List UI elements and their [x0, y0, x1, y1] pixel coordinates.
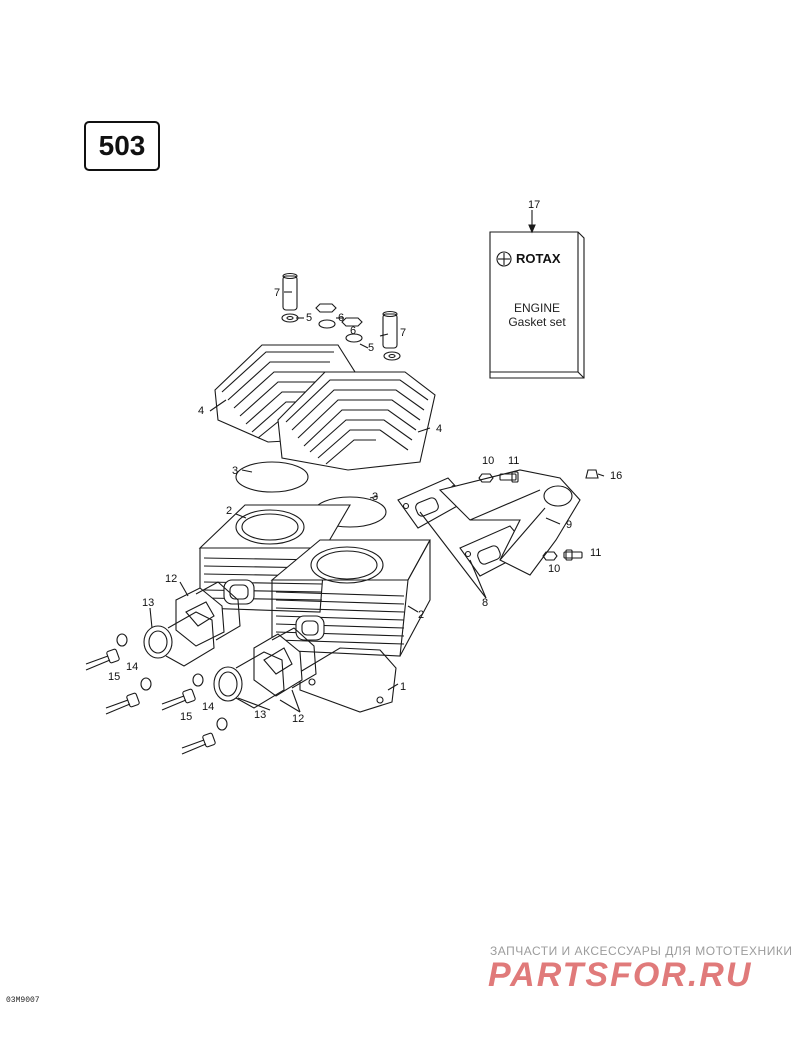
screw-left-upper [85, 648, 120, 671]
intake-flange-right [213, 651, 285, 709]
callout-4-left: 4 [198, 405, 204, 417]
callout-9: 9 [566, 519, 572, 531]
kit-brand-label: ROTAX [516, 251, 561, 266]
callout-12-left: 12 [165, 573, 177, 585]
screw-right-upper [161, 688, 196, 711]
callout-3-right: 3 [372, 491, 378, 503]
callout-13-left: 13 [142, 597, 154, 609]
exhaust-manifold [438, 469, 581, 576]
base-gasket [299, 647, 397, 713]
callout-3-left: 3 [232, 465, 238, 477]
kit-title-line1: ENGINE [514, 301, 560, 315]
screw-left-lower [105, 692, 140, 715]
callout-15-right: 15 [180, 711, 192, 723]
callout-14-left: 14 [126, 661, 138, 673]
callout-2-right: 2 [418, 609, 424, 621]
head-gasket-left [235, 461, 309, 493]
intake-flange-left [143, 611, 215, 667]
callout-7-left: 7 [274, 287, 280, 299]
page-number-box: 503 [84, 121, 160, 171]
callout-4-right: 4 [436, 423, 442, 435]
callout-15-left: 15 [108, 671, 120, 683]
stud-right [382, 310, 398, 349]
callout-11-lower: 11 [590, 547, 601, 559]
page-number: 503 [98, 130, 146, 161]
callout-6-lower: 6 [350, 325, 356, 337]
intake-gasket-right [253, 627, 317, 697]
callout-10-lower: 10 [548, 563, 560, 575]
watermark-tagline: ЗАПЧАСТИ И АКСЕССУАРЫ ДЛЯ МОТОТЕХНИКИ [490, 944, 793, 958]
callout-12-right: 12 [292, 713, 304, 725]
stud-left [282, 272, 298, 311]
callout-10-upper: 10 [482, 455, 494, 467]
kit-title-line2: Gasket set [508, 315, 566, 329]
callout-11-upper: 11 [508, 455, 519, 467]
callout-14-right: 14 [202, 701, 214, 713]
callout-1: 1 [400, 681, 406, 693]
illustration-ref-code: 03M9007 [6, 996, 40, 1005]
callout-7-right: 7 [400, 327, 406, 339]
callout-16: 16 [610, 470, 622, 482]
callout-2-left: 2 [226, 505, 232, 517]
gasket-kit-booklet [489, 231, 585, 379]
watermark-logo: PARTSFOR.RU [488, 956, 753, 994]
callout-8: 8 [482, 597, 488, 609]
callout-13-right: 13 [254, 709, 266, 721]
callout-5-left: 5 [306, 312, 312, 324]
intake-gasket-left [175, 581, 241, 647]
screw-right-lower [181, 732, 216, 755]
callout-17: 17 [528, 199, 540, 211]
callout-6-upper: 6 [338, 312, 344, 324]
cylinder-right [270, 539, 431, 657]
callout-5-right: 5 [368, 342, 374, 354]
